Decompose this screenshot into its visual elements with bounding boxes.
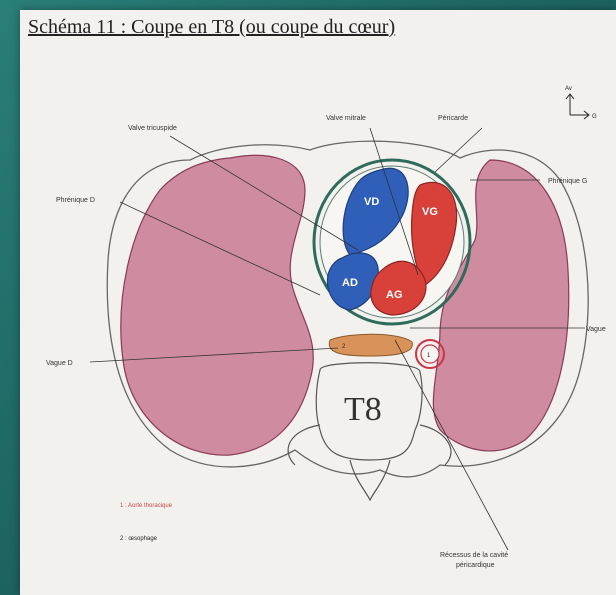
orientation-axis-icon xyxy=(566,94,589,119)
legend-item-aorta: 1 : Aorte thoracique xyxy=(120,503,173,509)
label-valve-mitrale: Valve mitrale xyxy=(326,115,366,122)
label-ag: AG xyxy=(386,289,403,301)
axis-label-up: Av xyxy=(565,86,572,92)
label-vd: VD xyxy=(364,196,379,208)
label-recessus-line1: Récessus de la cavité xyxy=(440,552,508,559)
vertebra-label: T8 xyxy=(344,391,382,428)
right-lung xyxy=(121,155,313,455)
axis-label-right: G xyxy=(592,114,597,120)
label-valve-tricuspide: Valve tricuspide xyxy=(128,125,177,132)
anatomy-diagram: VD VG AD AG 2 1 T8 Valve tricuspide Valv… xyxy=(20,10,616,595)
label-vg: VG xyxy=(422,206,438,218)
label-pericarde: Péricarde xyxy=(438,115,468,122)
legend-item-esophagus: 2 : œsophage xyxy=(120,536,158,542)
label-ad: AD xyxy=(342,277,358,289)
label-vague-g: Vague xyxy=(586,326,606,333)
diagram-paper: Schéma 11 : Coupe en T8 (ou coupe du cœu… xyxy=(20,10,616,595)
label-phrenique-d: Phrénique D xyxy=(56,197,95,204)
label-recessus-line2: péricardique xyxy=(456,562,495,569)
label-phrenique-g: Phrénique G xyxy=(548,178,587,185)
label-vague-d: Vague D xyxy=(46,360,73,367)
